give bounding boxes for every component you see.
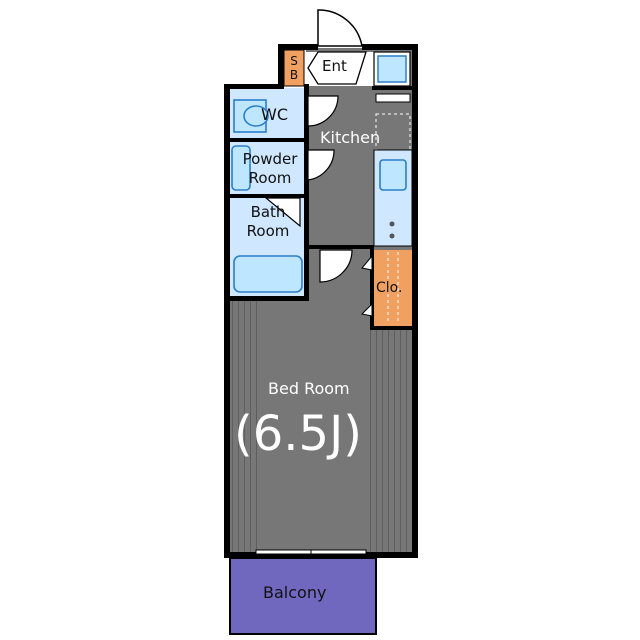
washbasin: [231, 145, 251, 191]
closet: [360, 250, 412, 326]
wall-wc-powder: [229, 138, 306, 142]
wall-kitchen-top: [372, 86, 414, 90]
outer-wall-bottom: [224, 552, 418, 558]
refrigerator-space: [373, 51, 411, 87]
toilet: [233, 99, 269, 133]
wc-door: [307, 95, 339, 127]
kitchen-shelf: [375, 93, 411, 103]
bedroom-floor-plain: [262, 300, 370, 555]
kitchen-sink: [379, 159, 407, 191]
bathtub: [233, 255, 303, 293]
wall-closet-left: [370, 245, 374, 330]
wc-label: WC: [261, 105, 288, 124]
balcony-sliding-door: [255, 549, 367, 555]
closet-label: Clo.: [376, 280, 403, 296]
bedroom-door: [319, 249, 353, 283]
wall-wet-right: [304, 84, 309, 300]
bed-room-label: Bed Room: [268, 379, 350, 398]
balcony-area: [229, 557, 377, 635]
outer-wall-top-entry: [278, 44, 318, 50]
kitchen-fixtures: [373, 93, 413, 247]
wall-entry-left: [278, 44, 284, 88]
walls: [224, 44, 418, 558]
entrance-label: Ent: [322, 57, 347, 75]
outer-wall-right: [412, 44, 418, 558]
outer-wall-top-left: [224, 84, 284, 89]
outer-wall-left: [224, 84, 230, 558]
wall-wet-bottom: [229, 296, 309, 301]
bath-room-label: Bath Room: [246, 203, 290, 240]
bed-room-size-label: (6.5J): [234, 406, 362, 462]
wall-powder-bath: [229, 194, 306, 198]
kitchen-label: Kitchen: [320, 128, 381, 147]
entrance-step: [307, 51, 367, 85]
interior-doors: [264, 95, 353, 283]
stove-burner-top: [389, 221, 395, 227]
shoe-box: [283, 49, 305, 87]
balcony-label: Balcony: [263, 583, 327, 602]
entrance-door: [317, 9, 363, 47]
powder-room-label: Powder Room: [242, 150, 298, 187]
stove-burner-bottom: [389, 233, 395, 239]
range-hood: [375, 113, 411, 151]
wall-hall-bed: [306, 245, 372, 249]
bath-door: [264, 197, 301, 228]
shoe-box-label: S B: [289, 54, 299, 83]
wall-closet-bottom: [370, 326, 414, 330]
powder-door: [307, 149, 335, 181]
outer-wall-top-right: [362, 44, 418, 50]
